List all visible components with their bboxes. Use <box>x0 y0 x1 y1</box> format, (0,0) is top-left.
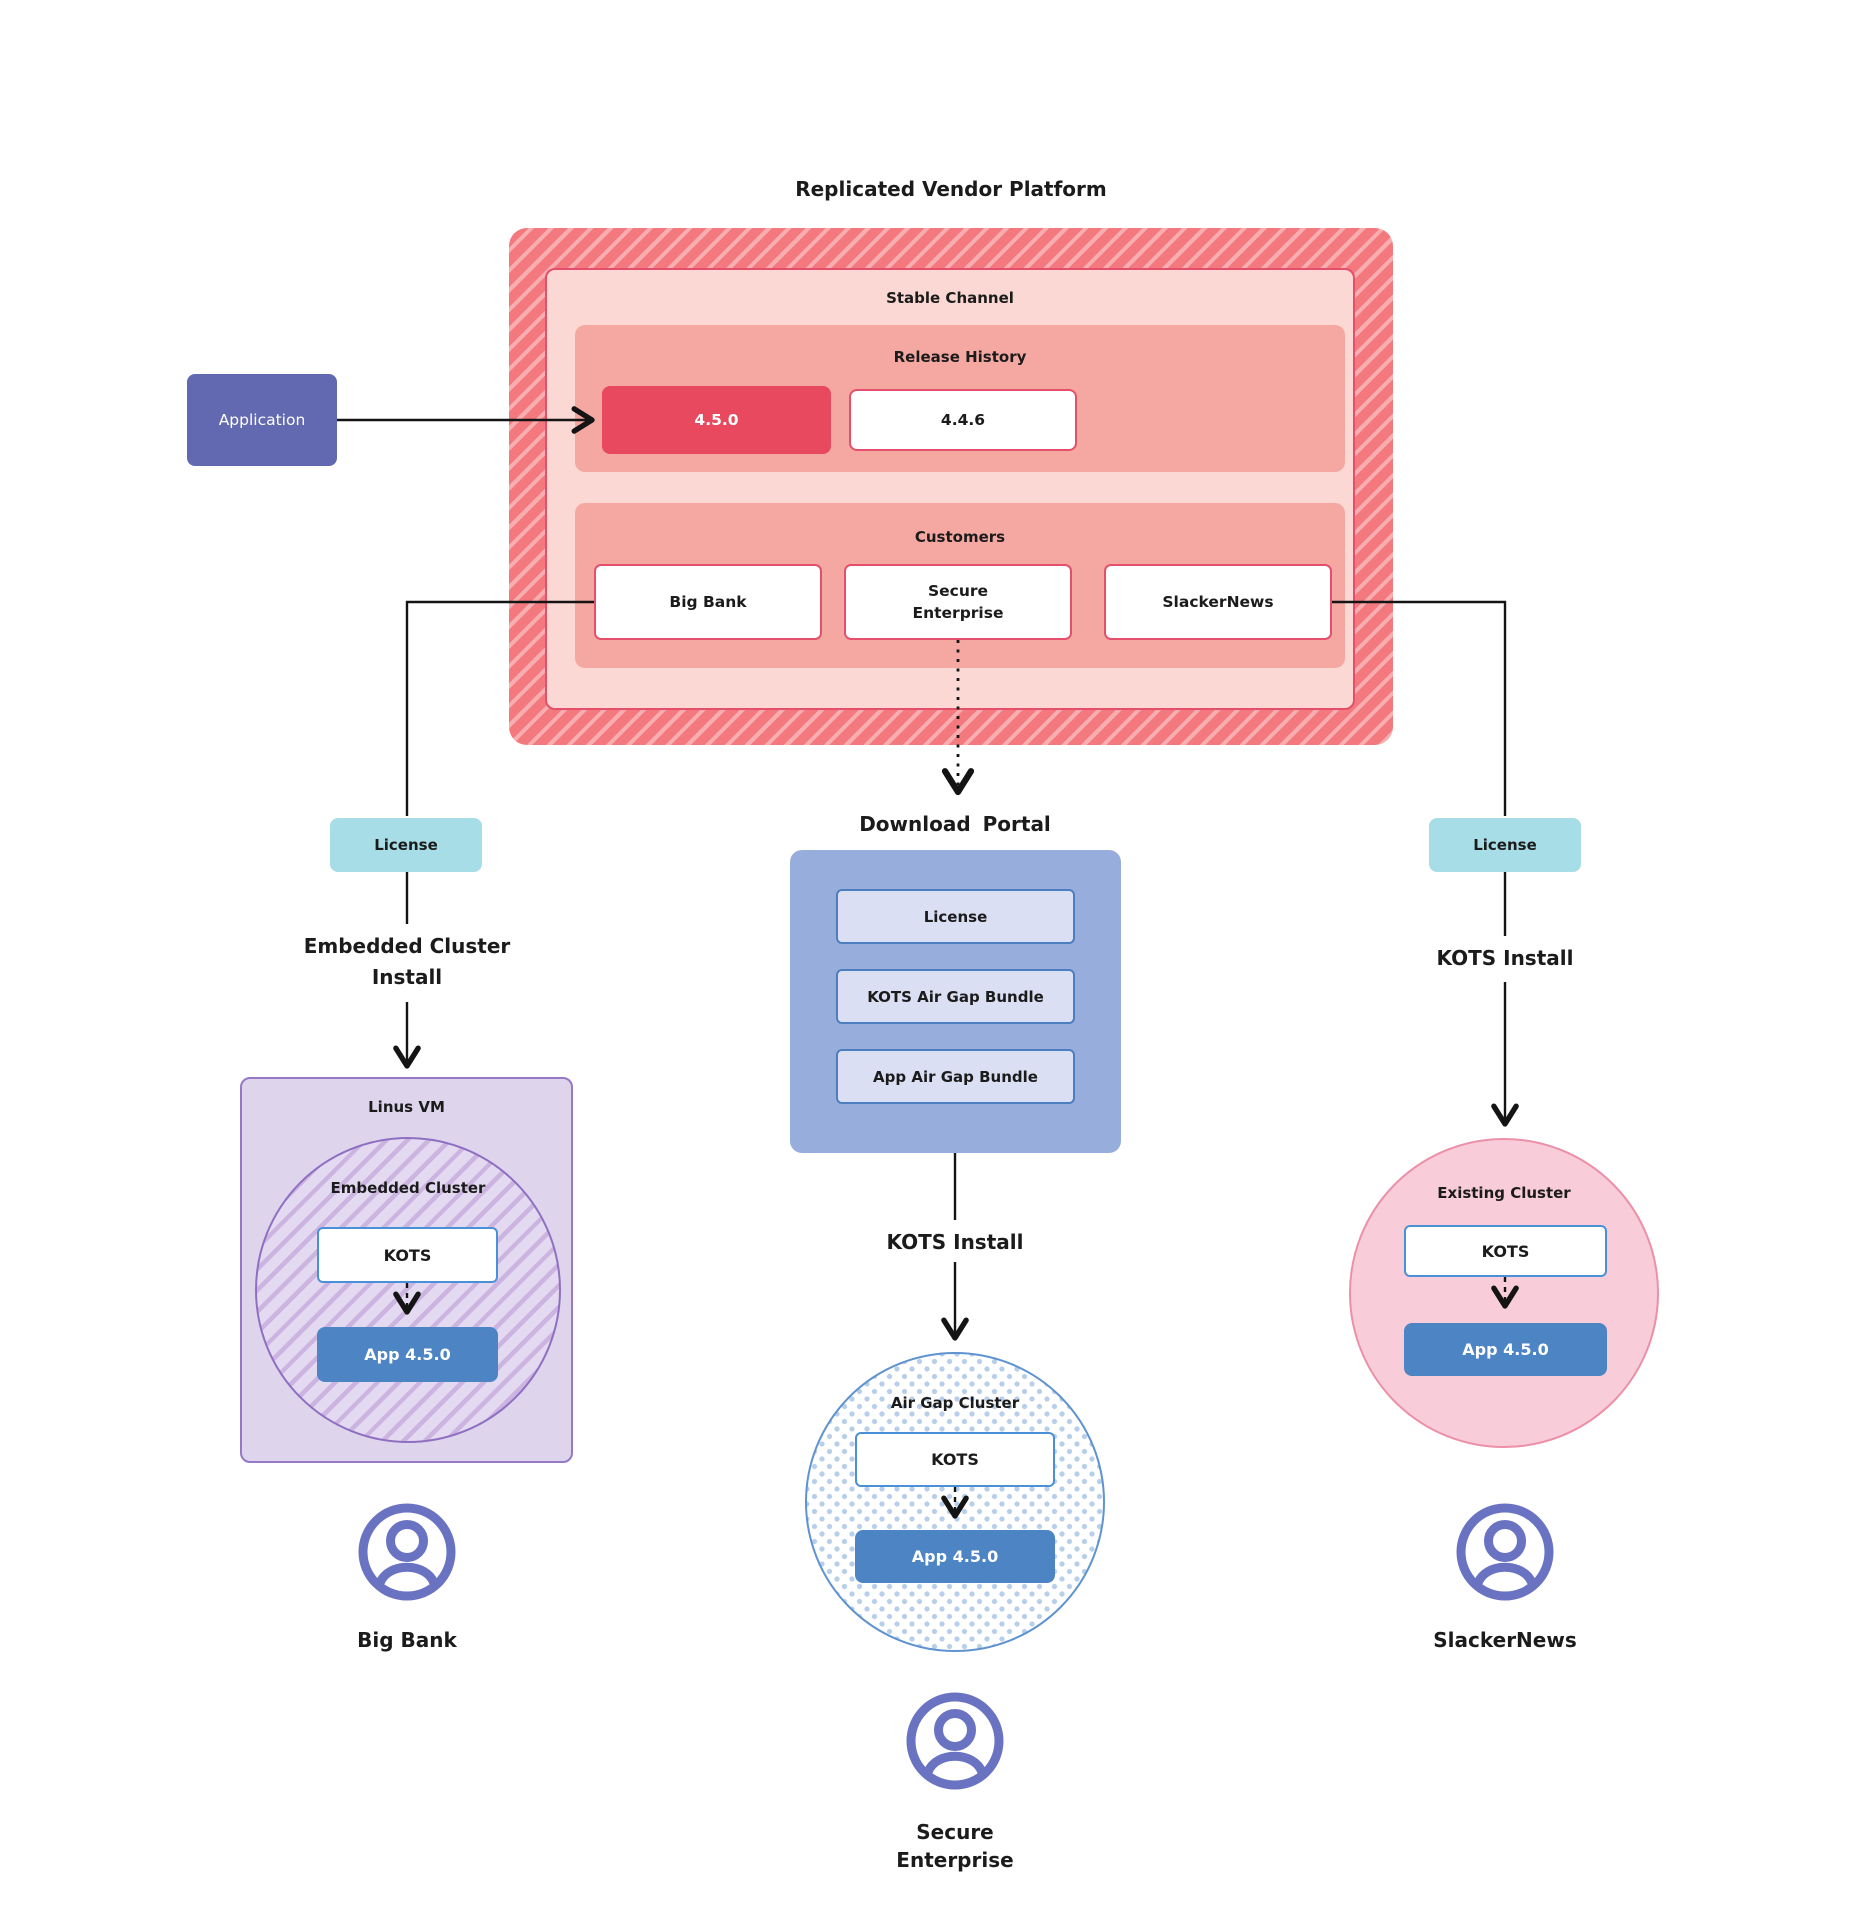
release-version-previous[interactable]: 4.4.6 <box>849 389 1077 451</box>
application-label: Application <box>218 411 306 429</box>
embedded-cluster-label: Embedded Cluster <box>330 1179 486 1197</box>
customer-slackernews-label: SlackerNews <box>1162 593 1274 611</box>
app-middle-label: App 4.5.0 <box>911 1547 999 1566</box>
customer-big-bank-label: Big Bank <box>669 593 747 611</box>
kots-middle-label: KOTS <box>931 1450 979 1469</box>
license-box-left[interactable]: License <box>330 818 482 872</box>
app-box-middle[interactable]: App 4.5.0 <box>855 1530 1055 1583</box>
big-bank-user-icon <box>357 1502 457 1602</box>
secure-enterprise-user-icon <box>905 1691 1005 1791</box>
kots-left-label: KOTS <box>383 1245 432 1265</box>
air-gap-cluster-circle <box>805 1352 1105 1652</box>
customer-big-bank[interactable]: Big Bank <box>594 564 822 640</box>
customer-secure-enterprise[interactable]: Secure Enterprise <box>844 564 1072 640</box>
release-history-label: Release History <box>893 348 1027 366</box>
big-bank-name: Big Bank <box>357 1628 457 1652</box>
license-left-label: License <box>374 836 438 854</box>
portal-license-label: License <box>923 907 988 926</box>
license-box-right[interactable]: License <box>1429 818 1581 872</box>
portal-item-kots-bundle[interactable]: KOTS Air Gap Bundle <box>836 969 1075 1024</box>
download-portal-label: Download Portal <box>859 811 1051 836</box>
linus-vm-label: Linus VM <box>368 1098 445 1116</box>
portal-item-license[interactable]: License <box>836 889 1075 944</box>
app-left-label: App 4.5.0 <box>364 1345 451 1364</box>
page-title: Replicated Vendor Platform <box>795 177 1107 201</box>
secure-enterprise-name: Secure Enterprise <box>896 1820 1014 1872</box>
license-right-label: License <box>1473 836 1537 854</box>
release-version-current[interactable]: 4.5.0 <box>602 386 831 454</box>
kots-box-left[interactable]: KOTS <box>317 1227 498 1283</box>
customers-label: Customers <box>914 528 1006 546</box>
existing-cluster-label: Existing Cluster <box>1437 1184 1571 1202</box>
kots-install-middle-label: KOTS Install <box>886 1229 1024 1254</box>
customer-secure-enterprise-label: Secure Enterprise <box>912 581 1004 622</box>
embedded-cluster-install-label: Embedded Cluster Install <box>303 934 511 989</box>
air-gap-cluster-label: Air Gap Cluster <box>890 1394 1020 1412</box>
portal-kots-bundle-label: KOTS Air Gap Bundle <box>867 987 1044 1006</box>
app-box-left[interactable]: App 4.5.0 <box>317 1327 498 1382</box>
slackernews-user-icon <box>1455 1502 1555 1602</box>
slackernews-name: SlackerNews <box>1433 1628 1577 1652</box>
portal-app-bundle-label: App Air Gap Bundle <box>873 1067 1038 1086</box>
kots-install-right-label: KOTS Install <box>1436 945 1574 970</box>
stable-channel-label: Stable Channel <box>886 289 1014 307</box>
app-right-label: App 4.5.0 <box>1462 1340 1549 1359</box>
kots-box-middle[interactable]: KOTS <box>855 1432 1055 1487</box>
application-box[interactable]: Application <box>187 374 337 466</box>
app-box-right[interactable]: App 4.5.0 <box>1404 1323 1607 1376</box>
customer-slackernews[interactable]: SlackerNews <box>1104 564 1332 640</box>
kots-right-label: KOTS <box>1481 1241 1530 1261</box>
portal-item-app-bundle[interactable]: App Air Gap Bundle <box>836 1049 1075 1104</box>
kots-box-right[interactable]: KOTS <box>1404 1225 1607 1277</box>
